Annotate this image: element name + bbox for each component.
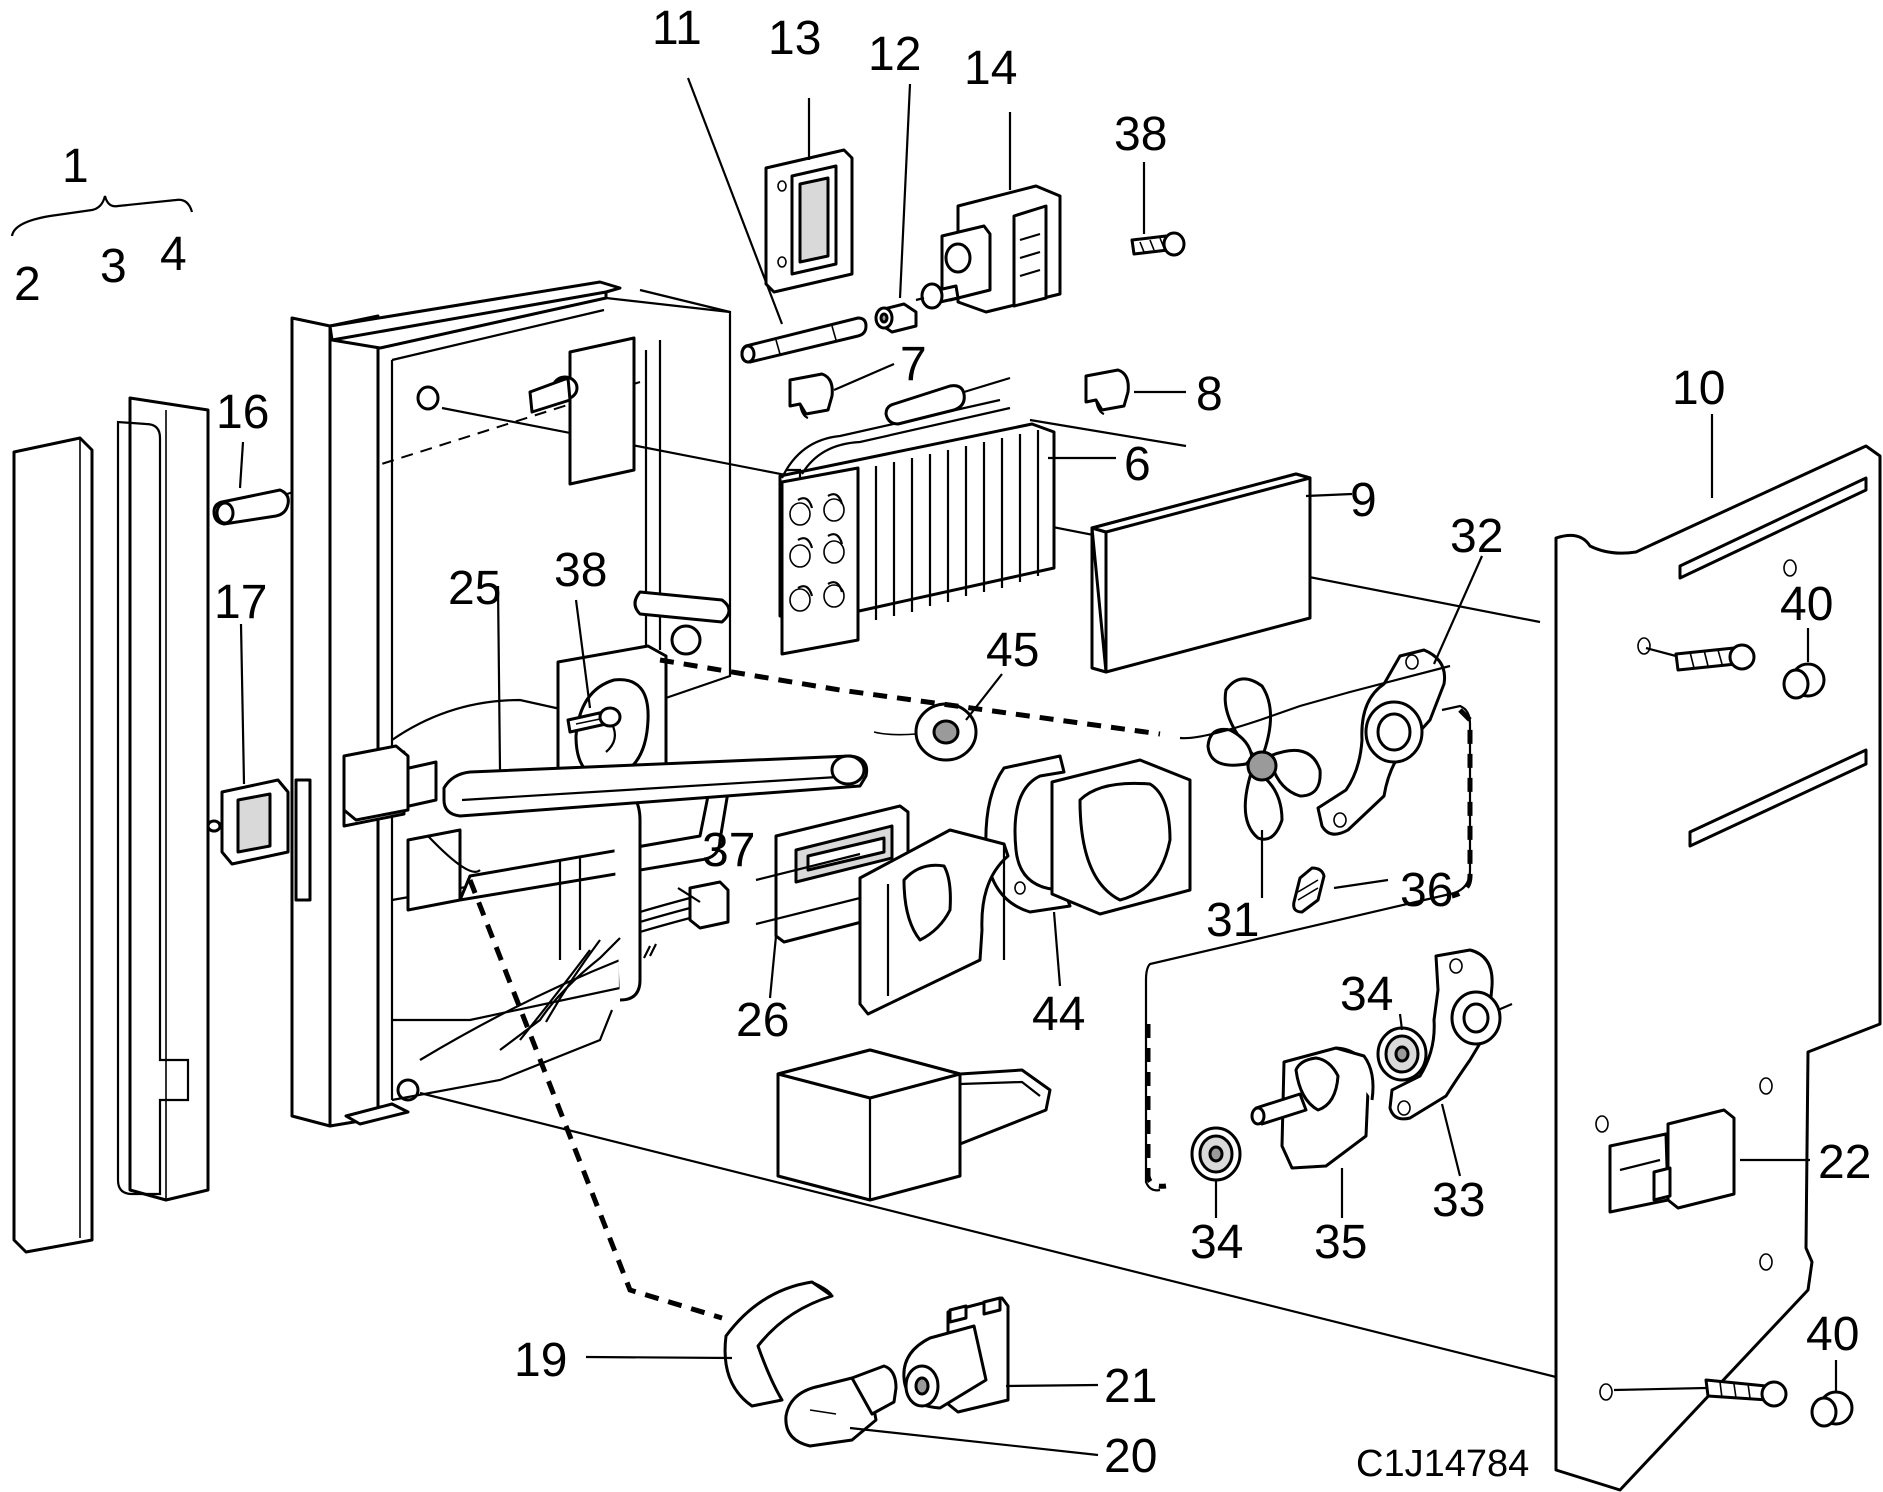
part-screw-lower: [1613, 1378, 1788, 1408]
callout-38-top: 38: [1114, 108, 1167, 161]
part-wire-connector: [639, 880, 730, 959]
part-panel: [1090, 472, 1312, 674]
part-clip: [342, 744, 410, 822]
part-pin: [212, 483, 318, 526]
callout-22: 22: [1818, 1136, 1871, 1189]
callout-13: 13: [768, 12, 821, 65]
part-cap-upper: [1782, 662, 1826, 700]
callout-6: 6: [1124, 438, 1151, 491]
callout-34-upper: 34: [1340, 968, 1393, 1021]
callout-38-inner: 38: [554, 544, 607, 597]
part-lamp-socket: [902, 1296, 1010, 1414]
part-cover-22: [1652, 1108, 1736, 1210]
part-control-box: [776, 1048, 1052, 1202]
part-back-panel: [1554, 444, 1882, 1492]
callout-44: 44: [1032, 988, 1085, 1041]
part-motor-bracket: [1316, 648, 1447, 836]
callout-2: 2: [14, 258, 41, 311]
callout-3: 3: [100, 240, 127, 293]
callout-9: 9: [1350, 474, 1377, 527]
callout-33: 33: [1432, 1174, 1485, 1227]
callout-20: 20: [1104, 1430, 1157, 1483]
part-cover-plate: [764, 148, 854, 294]
callout-8: 8: [1196, 368, 1223, 421]
callout-26: 26: [736, 994, 789, 1047]
link-line: [1179, 664, 1451, 740]
group-dash-left: [1145, 1024, 1167, 1189]
part-grommet-lower: [1190, 1126, 1242, 1182]
part-main-housing: [290, 280, 732, 1128]
part-door-gasket: [116, 396, 210, 1202]
callout-17: 17: [214, 576, 267, 629]
part-connector: [874, 302, 918, 334]
callout-19: 19: [514, 1334, 567, 1387]
callout-40-lower: 40: [1806, 1308, 1859, 1361]
part-clip-8: [1084, 368, 1130, 416]
group-brace: [10, 195, 194, 237]
part-screw-inner: [566, 706, 622, 734]
drawing-code: C1J14784: [1356, 1443, 1529, 1485]
callout-32: 32: [1450, 510, 1503, 563]
callout-40-upper: 40: [1780, 578, 1833, 631]
part-thermostat: [915, 184, 1062, 314]
callout-25: 25: [448, 562, 501, 615]
link-dash-fan: [659, 657, 1161, 737]
callout-4: 4: [160, 228, 187, 281]
callout-37: 37: [702, 824, 755, 877]
callout-16: 16: [216, 386, 269, 439]
callout-1: 1: [62, 140, 89, 193]
callout-12: 12: [868, 28, 921, 81]
part-cap-lower: [1810, 1390, 1854, 1428]
part-lamp-bulb: [784, 1364, 898, 1448]
part-switch: [206, 778, 290, 866]
part-trim-strip: [12, 436, 94, 1254]
callout-21: 21: [1104, 1360, 1157, 1413]
part-rod: [740, 316, 868, 364]
part-fan-housing-rear: [1050, 758, 1192, 916]
link-dash-lamp: [467, 879, 723, 1321]
leader-lines: [238, 77, 1838, 1457]
part-screw-top: [1130, 231, 1186, 257]
part-evaporator: [778, 376, 1187, 656]
callout-45: 45: [986, 624, 1039, 677]
callout-11: 11: [652, 2, 702, 55]
part-drain-trough: [442, 754, 869, 818]
part-washer: [873, 702, 978, 762]
part-screw-upper: [1645, 643, 1756, 672]
callout-14: 14: [964, 42, 1017, 95]
callout-labels: 1 2 3 4 6 7 8 9 10 11 12 13 14 16 17 19 …: [14, 2, 1871, 1485]
callout-35: 35: [1314, 1216, 1367, 1269]
group-dash-right: [1451, 708, 1473, 899]
part-fan-motor: [1250, 1046, 1375, 1170]
part-fan-blade: [1206, 677, 1322, 841]
callout-36: 36: [1400, 864, 1453, 917]
part-lamp-cover: [723, 1280, 834, 1408]
part-screw-36: [1292, 866, 1326, 914]
callout-7: 7: [900, 338, 927, 391]
callout-31: 31: [1206, 894, 1259, 947]
part-clip-7: [788, 372, 834, 420]
part-fan-housing-front: [858, 828, 1010, 1016]
callout-10: 10: [1672, 362, 1725, 415]
part-bracket-33: [1388, 948, 1513, 1121]
callout-34-lower: 34: [1190, 1216, 1243, 1269]
part-grommet-upper: [1376, 1026, 1428, 1082]
